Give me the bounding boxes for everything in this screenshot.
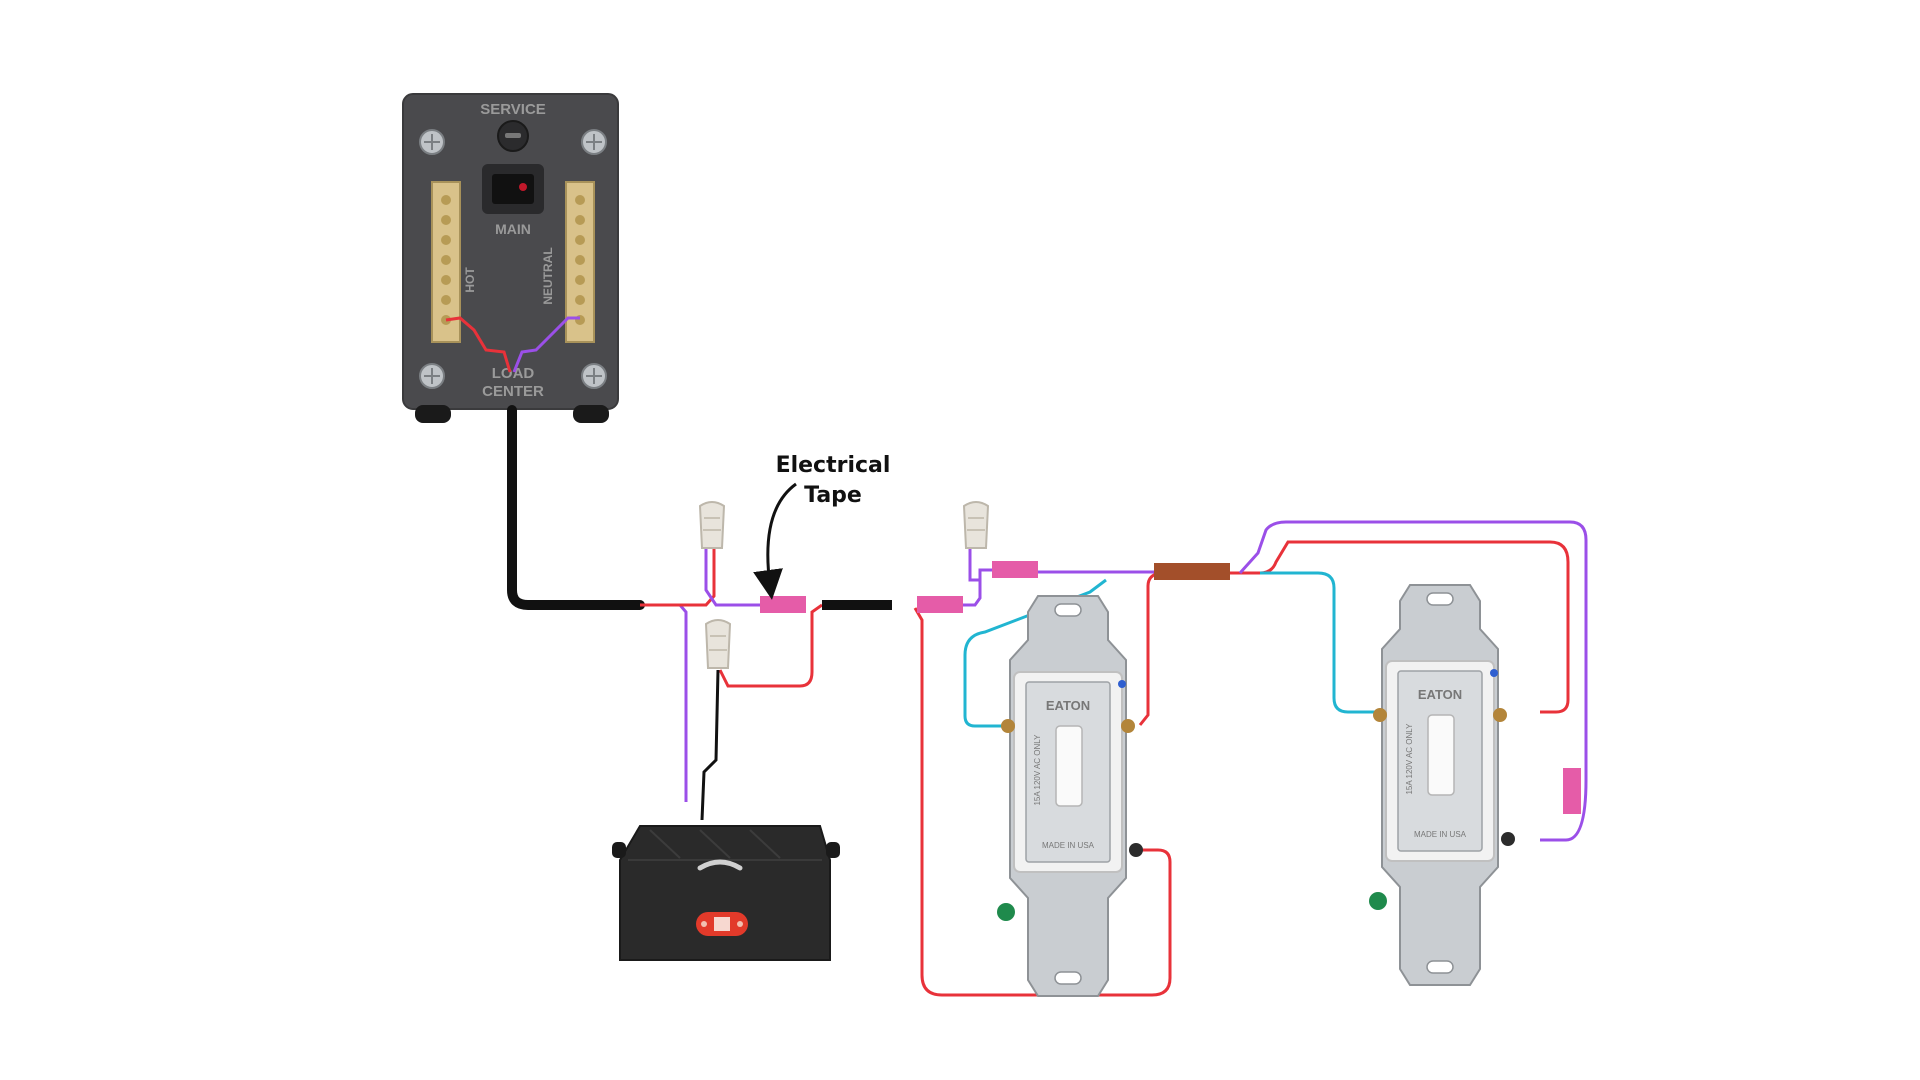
indicator-dot [1118, 680, 1126, 688]
terminal-screw [1129, 843, 1143, 857]
neutral-wire-to-lamp [640, 603, 688, 802]
three-way-switch-right: EATON 15A 120V AC ONLY MADE IN USA [1369, 584, 1515, 986]
lamp-black-wire [700, 669, 720, 821]
led-board [696, 912, 748, 936]
switch-made-in: MADE IN USA [1042, 841, 1095, 850]
annotation-line-1: Electrical [776, 453, 891, 478]
switch-rating: 15A 120V AC ONLY [1405, 723, 1414, 795]
electrical-tape-marker-1 [760, 596, 806, 613]
center-label: CENTER [482, 383, 544, 400]
panel-hot-wire [445, 316, 512, 373]
load-label: LOAD [492, 365, 535, 382]
terminal-screw [1373, 708, 1387, 722]
main-label: MAIN [495, 221, 531, 237]
indicator-dot [1490, 669, 1498, 677]
wire-nut-top-left [698, 501, 726, 549]
hot-label: HOT [463, 267, 477, 293]
terminal-screw [1001, 719, 1015, 733]
screw-icon [419, 129, 445, 155]
panel-neutral-wire [512, 316, 580, 373]
terminal-screw [1121, 719, 1135, 733]
switch-rating: 15A 120V AC ONLY [1033, 734, 1042, 806]
ground-screw [1369, 892, 1387, 910]
hot-wire-to-nut [640, 548, 716, 607]
main-black-cable [507, 405, 645, 610]
toggle-lever [1055, 725, 1083, 807]
service-label: SERVICE [480, 101, 546, 118]
traveler-wire-cyan [1260, 571, 1412, 714]
electrical-tape-marker-brown [1154, 563, 1230, 580]
annotation-line-2: Tape [804, 483, 862, 508]
terminal-screw [1493, 708, 1507, 722]
lamp-return-wire [718, 603, 823, 688]
switch-brand: EATON [1046, 698, 1090, 713]
toggle-lever [1427, 714, 1455, 796]
hot-bus-bar [431, 181, 461, 343]
screw-icon [581, 363, 607, 389]
neutral-nut-stub [968, 548, 980, 582]
ground-screw [997, 903, 1015, 921]
load-center: SERVICE MAIN HOT NEUTRAL LOAD CENTER [402, 93, 619, 423]
wire-nut-top-right [962, 501, 990, 549]
screw-icon [419, 363, 445, 389]
electrical-tape-marker-2 [917, 596, 963, 613]
main-breaker-switch [482, 164, 544, 214]
traveler-wire-left [963, 578, 1107, 728]
neutral-label: NEUTRAL [541, 247, 555, 304]
lamp-module [612, 825, 840, 961]
switch-brand: EATON [1418, 687, 1462, 702]
neutral-wire-to-tape [704, 548, 760, 607]
wire-nut-lamp [704, 619, 732, 669]
traveler-wire-red [1138, 540, 1570, 726]
screw-icon [581, 129, 607, 155]
switch-made-in: MADE IN USA [1414, 830, 1467, 839]
terminal-screw [1501, 832, 1515, 846]
annotation-arrow [753, 482, 797, 600]
electrical-tape-marker-4 [1563, 768, 1581, 814]
switched-leg-wire [1238, 520, 1588, 842]
three-way-switch-left: EATON 15A 120V AC ONLY MADE IN USA [997, 595, 1143, 997]
hot-feed-bottom-loop [913, 607, 1172, 997]
electrical-tape-marker-3 [992, 561, 1038, 578]
service-knob [497, 120, 529, 152]
